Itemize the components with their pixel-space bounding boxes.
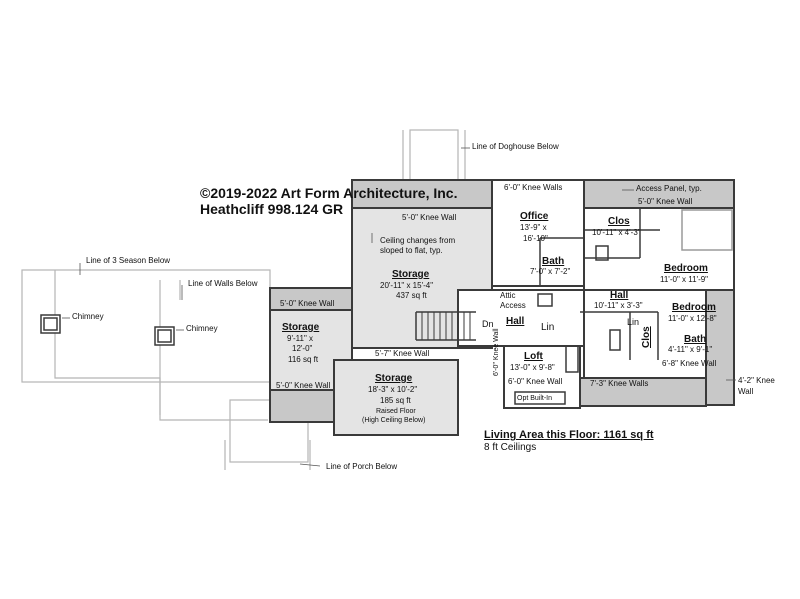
- storage-lower-note-1: Raised Floor: [376, 408, 416, 415]
- stair-treads: [421, 312, 471, 340]
- walls-below-note: Line of Walls Below: [188, 279, 258, 288]
- knee-wall-storage-mid: 5'-7" Knee Wall: [375, 349, 430, 358]
- lin-2-name: Lin: [627, 317, 640, 327]
- bath-upper-dim: 7'-0" x 7'-2": [530, 267, 571, 276]
- opt-built-in-label: Opt Built-In: [517, 395, 553, 402]
- ceiling-change-note-1: Ceiling changes from: [380, 236, 456, 245]
- knee-wall-loft-bottom: 6'-0" Knee Wall: [508, 377, 563, 386]
- storage-main-dim: 20'-11" x 15'-4": [380, 281, 434, 290]
- loft-dim: 13'-0" x 9'-8": [510, 363, 555, 372]
- clos-upper-name: Clos: [608, 216, 630, 227]
- knee-wall-bedroom-top: 5'-0" Knee Wall: [638, 197, 693, 206]
- storage-left-area: 116 sq ft: [288, 355, 319, 364]
- storage-left-name: Storage: [282, 322, 320, 333]
- office-name: Office: [520, 211, 549, 222]
- porch-below-note: Line of Porch Below: [326, 462, 398, 471]
- three-season-note: Line of 3 Season Below: [86, 256, 171, 265]
- storage-left-dim-2: 12'-0": [292, 344, 313, 353]
- interior-walls: [415, 208, 733, 405]
- access-panel-note: Access Panel, typ.: [636, 184, 702, 193]
- knee-wall-top-storage: 5'-0" Knee Wall: [402, 213, 457, 222]
- knee-wall-right-edge-2: Wall: [738, 387, 754, 396]
- chimney-right-label: Chimney: [186, 324, 218, 333]
- hall-right-name: Hall: [610, 290, 629, 301]
- storage-lower-area: 185 sq ft: [380, 396, 411, 405]
- bath-lower-dim: 4'-11" x 9'-1": [668, 345, 713, 354]
- bedroom-upper-name: Bedroom: [664, 263, 708, 274]
- office-dim-2: 16'-10": [523, 234, 548, 243]
- bedroom-lower-dim: 11'-0" x 12'-8": [668, 314, 717, 323]
- bedroom-lower-name: Bedroom: [672, 302, 716, 313]
- living-area-summary: Living Area this Floor: 1161 sq ft: [484, 429, 654, 441]
- plan-name: Heathcliff 998.124 GR: [200, 201, 344, 217]
- storage-left-dim-1: 9'-11" x: [287, 334, 314, 343]
- ceiling-change-note-2: sloped to flat, typ.: [380, 246, 443, 255]
- hall-right-dim: 10'-11" x 3'-3": [594, 301, 643, 310]
- knee-wall-loft-side: 6'-0" Knee Wall: [493, 328, 500, 376]
- storage-main-area: 437 sq ft: [396, 291, 427, 300]
- knee-wall-office-top: 6'-0" Knee Walls: [504, 183, 563, 192]
- bath-upper-name: Bath: [542, 256, 565, 267]
- chimneys: [40, 314, 175, 346]
- leader-lines: [62, 147, 736, 467]
- knee-wall-storage-bottom: 5'-0" Knee Wall: [276, 381, 331, 390]
- storage-lower-note-2: (High Ceiling Below): [362, 417, 426, 424]
- storage-lower-dim: 18'-3" x 10'-2": [368, 385, 418, 394]
- lin-1-name: Lin: [541, 322, 555, 333]
- attic-access-label-2: Access: [500, 301, 526, 310]
- habitable-rooms: [457, 179, 735, 409]
- knee-wall-bath-right: 6'-8" Knee Wall: [662, 359, 717, 368]
- storage-lower-name: Storage: [375, 373, 413, 384]
- hall-left-name: Hall: [506, 316, 525, 327]
- stair-down-label: Dn: [482, 319, 494, 329]
- chimney-left-label: Chimney: [72, 312, 104, 321]
- copyright-line: ©2019-2022 Art Form Architecture, Inc.: [200, 185, 458, 201]
- doghouse-note: Line of Doghouse Below: [472, 142, 559, 151]
- clos-upper-dim: 10'-11" x 4'-3": [592, 228, 641, 237]
- knee-wall-right-edge-1: 4'-2" Knee: [738, 376, 775, 385]
- storage-main-name: Storage: [392, 269, 430, 280]
- office-dim-1: 13'-9" x: [520, 223, 547, 232]
- bath-lower-name: Bath: [684, 334, 707, 345]
- attic-access-label-1: Attic: [500, 291, 516, 300]
- ceiling-height-note: 8 ft Ceilings: [484, 442, 537, 453]
- knee-wall-storage-left: 5'-0" Knee Wall: [280, 299, 335, 308]
- knee-wall-center-bottom: 7'-3" Knee Walls: [590, 379, 649, 388]
- loft-name: Loft: [524, 351, 543, 362]
- clos-lower-name: Clos: [641, 326, 652, 348]
- bedroom-upper-dim: 11'-0" x 11'-9": [660, 275, 709, 284]
